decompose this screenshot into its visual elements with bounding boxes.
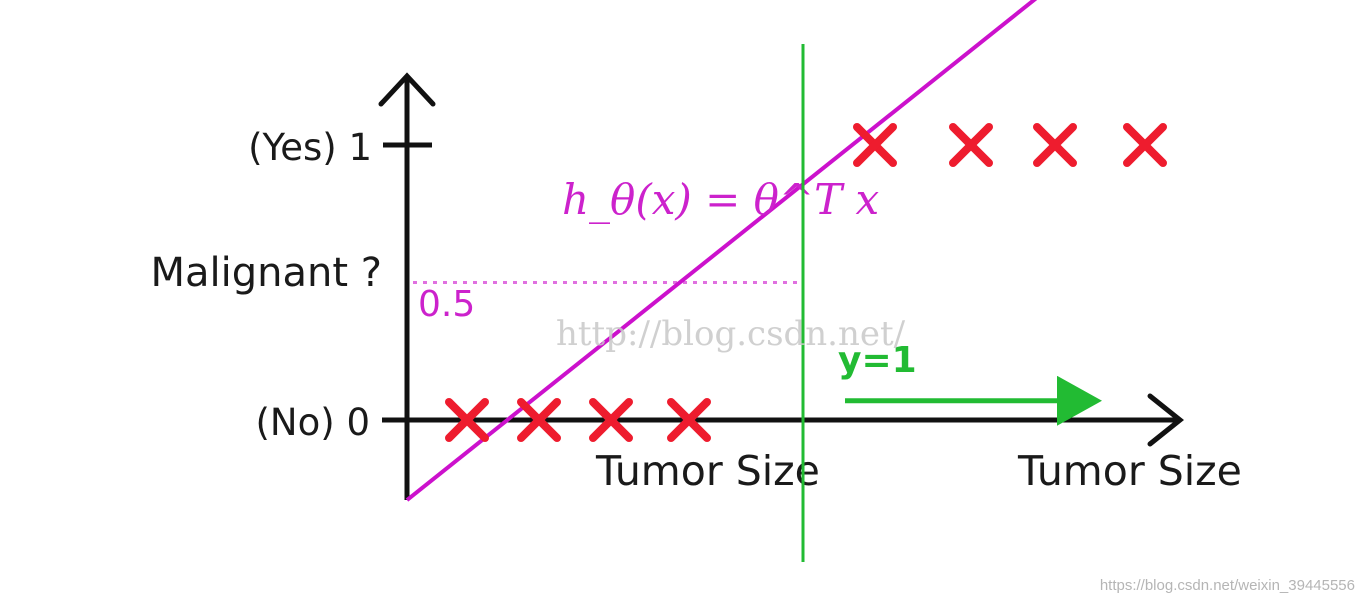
data-point-x-marker bbox=[589, 398, 633, 442]
watermark-text: http://blog.csdn.net/ bbox=[556, 314, 906, 354]
data-point-x-marker bbox=[517, 398, 561, 442]
y-tick-label-no: (No) 0 bbox=[256, 401, 371, 444]
data-point-x-marker bbox=[1033, 123, 1077, 167]
x-axis-label-right: Tumor Size bbox=[1017, 447, 1242, 495]
footer-url: https://blog.csdn.net/weixin_39445556 bbox=[1100, 577, 1355, 594]
y-equals-1-label: y=1 bbox=[838, 340, 917, 381]
x-axis-arrowhead bbox=[1147, 393, 1185, 447]
threshold-label: 0.5 bbox=[418, 284, 475, 325]
data-points-group bbox=[445, 123, 1167, 442]
data-point-x-marker bbox=[445, 398, 489, 442]
y-tick-label-yes: (Yes) 1 bbox=[248, 126, 372, 169]
x-axis-label-middle: Tumor Size bbox=[595, 447, 820, 495]
data-point-x-marker bbox=[853, 123, 897, 167]
data-point-x-marker bbox=[949, 123, 993, 167]
data-point-x-marker bbox=[667, 398, 711, 442]
y-axis-label: Malignant ? bbox=[151, 250, 382, 296]
hypothesis-line bbox=[405, 0, 1038, 502]
hypothesis-formula: h_θ(x) = θ^T x bbox=[562, 175, 880, 224]
y-axis-arrowhead bbox=[378, 72, 436, 107]
data-point-x-marker bbox=[1123, 123, 1167, 167]
